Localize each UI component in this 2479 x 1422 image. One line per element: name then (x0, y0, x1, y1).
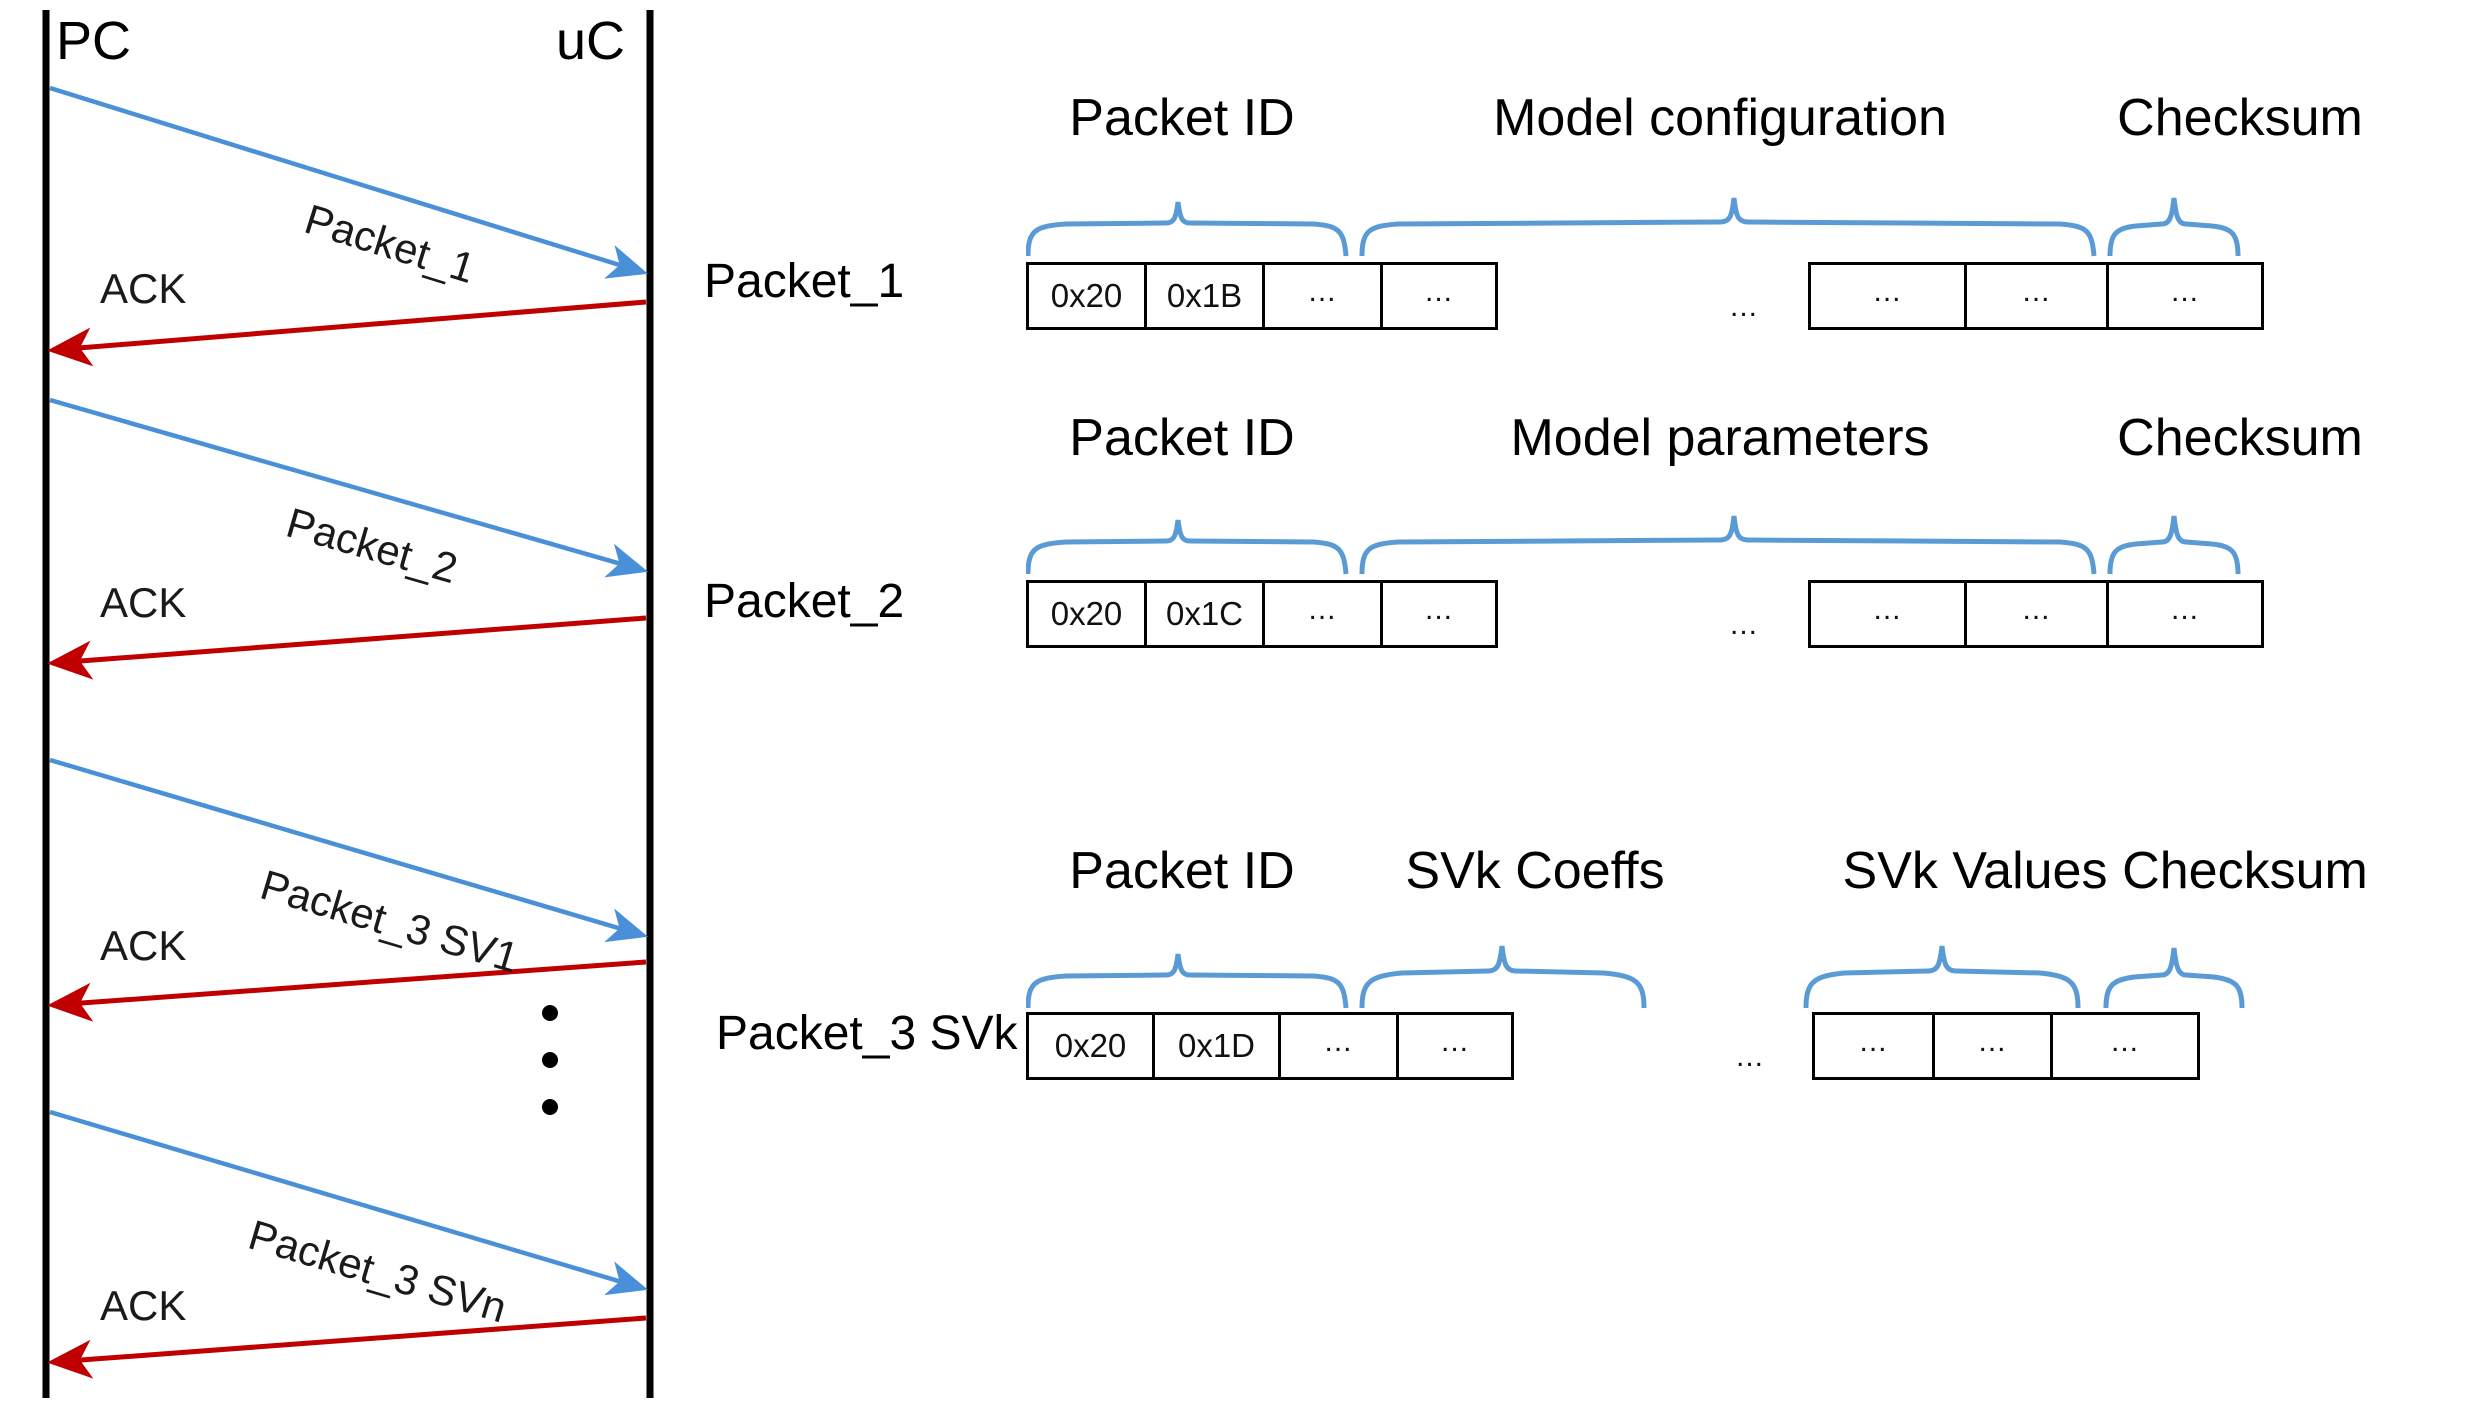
packet3-cell-checksum: ... (2050, 1012, 2200, 1080)
packet1-field-title-id: Packet ID (1069, 89, 1295, 147)
arrow-ack-4 (47, 1315, 647, 1379)
arrow-ack-2 (47, 615, 647, 680)
packet3-cell-coeff-0: ... (1278, 1012, 1396, 1080)
packet3-cell-value-1: ... (1932, 1012, 2050, 1080)
packet1-cell-id-lo: 0x1B (1144, 262, 1262, 330)
packet3-field-title-coeffs: SVk Coeffs (1405, 842, 1665, 900)
packet1-cell-payload-2: ... (1808, 262, 1964, 330)
packet1-cell-payload-3: ... (1964, 262, 2106, 330)
lifeline-label-uc: uC (556, 11, 626, 71)
packet2-cell-checksum: ... (2106, 580, 2264, 648)
message-label-ack-3: ACK (100, 922, 187, 969)
packet1-cell-checksum: ... (2106, 262, 2264, 330)
packet1-field-title-payload: Model configuration (1493, 89, 1947, 147)
arrow-packet-3-sv1 (49, 757, 649, 943)
packet1-cell-payload-0: ... (1262, 262, 1380, 330)
packet3-field-title-values: SVk Values (1842, 842, 2108, 900)
packet3-cells-left: 0x20 0x1D ... ... (1026, 1012, 1514, 1080)
packet2-cell-payload-2: ... (1808, 580, 1964, 648)
arrow-packet-3-svn (49, 1109, 649, 1296)
packet2-cell-payload-1: ... (1380, 580, 1498, 648)
packet1-row-label: Packet_1 (704, 255, 905, 308)
packet3-cell-value-0: ... (1812, 1012, 1932, 1080)
packet3-row-label: Packet_3 SVk (716, 1007, 1018, 1060)
packet1-gap-dots: ... (1730, 290, 1759, 323)
message-label-ack-1: ACK (100, 265, 187, 312)
packet1-cells-right: ... ... ... (1808, 262, 2264, 330)
packet3-cell-id-hi: 0x20 (1026, 1012, 1152, 1080)
packet1-braces (1026, 197, 2241, 257)
packet2-cells-left: 0x20 0x1C ... ... (1026, 580, 1498, 648)
packet2-cell-id-lo: 0x1C (1144, 580, 1262, 648)
packet3-cell-coeff-1: ... (1396, 1012, 1514, 1080)
message-label-ack-4: ACK (100, 1282, 187, 1329)
sequence-diagram (42, 10, 654, 1398)
packet2-braces (1026, 515, 2241, 575)
packet3-cell-id-lo: 0x1D (1152, 1012, 1278, 1080)
packet1-cell-payload-1: ... (1380, 262, 1498, 330)
packet2-gap-dots: ... (1730, 608, 1759, 641)
packet3-braces (1026, 945, 2245, 1009)
arrow-ack-1 (47, 299, 647, 367)
message-label-ack-2: ACK (100, 579, 187, 626)
packet2-field-title-id: Packet ID (1069, 409, 1295, 467)
packet2-row-label: Packet_2 (704, 575, 905, 628)
sequence-ellipsis-icon (540, 1005, 560, 1115)
packet3-gap-dots: ... (1736, 1040, 1765, 1073)
packet2-cell-payload-0: ... (1262, 580, 1380, 648)
lifeline-label-pc: PC (56, 11, 132, 71)
packet3-field-title-id: Packet ID (1069, 842, 1295, 900)
packet2-cell-payload-3: ... (1964, 580, 2106, 648)
packet1-cells-left: 0x20 0x1B ... ... (1026, 262, 1498, 330)
packet1-cell-id-hi: 0x20 (1026, 262, 1144, 330)
packet2-field-title-payload: Model parameters (1510, 409, 1930, 467)
arrow-ack-3 (47, 959, 647, 1022)
packet2-cell-id-hi: 0x20 (1026, 580, 1144, 648)
arrow-packet-1 (49, 85, 649, 279)
packet3-cells-right: ... ... ... (1812, 1012, 2200, 1080)
arrow-packet-2 (49, 397, 649, 578)
packet3-field-title-checksum: Checksum (2122, 842, 2368, 900)
packet2-field-title-checksum: Checksum (2117, 409, 2363, 467)
packet1-field-title-checksum: Checksum (2117, 89, 2363, 147)
packet2-cells-right: ... ... ... (1808, 580, 2264, 648)
